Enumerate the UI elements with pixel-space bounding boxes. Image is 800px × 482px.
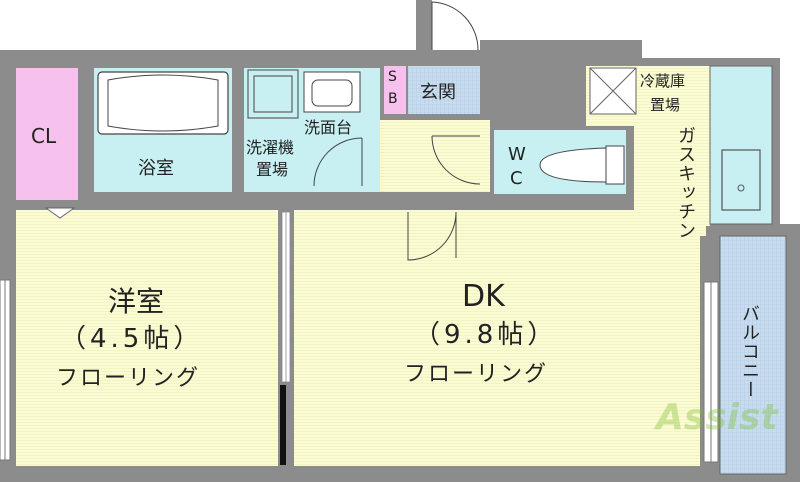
washbasin-box bbox=[303, 71, 361, 113]
dk-size: （9.8帖） bbox=[414, 320, 558, 350]
shoebox-label-line2: B bbox=[388, 91, 398, 107]
wc-label-line1: W bbox=[508, 144, 526, 165]
washer-label-line2: 置場 bbox=[256, 160, 289, 179]
washer-label-line1: 洗濯機 bbox=[246, 138, 295, 157]
watermark-logo: Assist bbox=[656, 397, 778, 438]
western-room-floor: フローリング bbox=[56, 366, 201, 391]
kitchen-label: ガスキッチン bbox=[675, 126, 696, 240]
fridge-label-line1: 冷蔵庫 bbox=[640, 72, 686, 90]
dk-door bbox=[407, 211, 457, 261]
balcony-label: バルコニー bbox=[739, 304, 760, 399]
closet-area bbox=[16, 68, 78, 200]
entrance-area bbox=[408, 66, 480, 114]
washbasin-label: 洗面台 bbox=[304, 118, 353, 137]
closet-label: CL bbox=[31, 124, 57, 148]
shoebox-area bbox=[384, 66, 406, 114]
dk-name: DK bbox=[462, 279, 505, 314]
wc-door bbox=[431, 135, 481, 185]
hall-area bbox=[380, 120, 490, 192]
western-room-area bbox=[16, 210, 278, 466]
toilet bbox=[539, 147, 607, 183]
dk-floor: フローリング bbox=[404, 362, 549, 387]
sink bbox=[721, 149, 761, 211]
entrance-label: 玄関 bbox=[420, 82, 456, 103]
dk-area bbox=[294, 210, 700, 466]
fridge-label-line2: 置場 bbox=[650, 96, 681, 114]
kitchen-counter bbox=[709, 65, 773, 225]
wash-door bbox=[313, 137, 363, 187]
western-room-size: （4.5帖） bbox=[60, 324, 204, 354]
bath-label: 浴室 bbox=[138, 158, 174, 179]
entrance-door bbox=[431, 1, 479, 51]
western-room-name: 洋室 bbox=[108, 285, 165, 318]
wc-label-line2: C bbox=[510, 168, 523, 189]
washer-box bbox=[247, 69, 299, 119]
shoebox-label-line1: S bbox=[388, 69, 397, 85]
balcony-area bbox=[719, 235, 787, 475]
